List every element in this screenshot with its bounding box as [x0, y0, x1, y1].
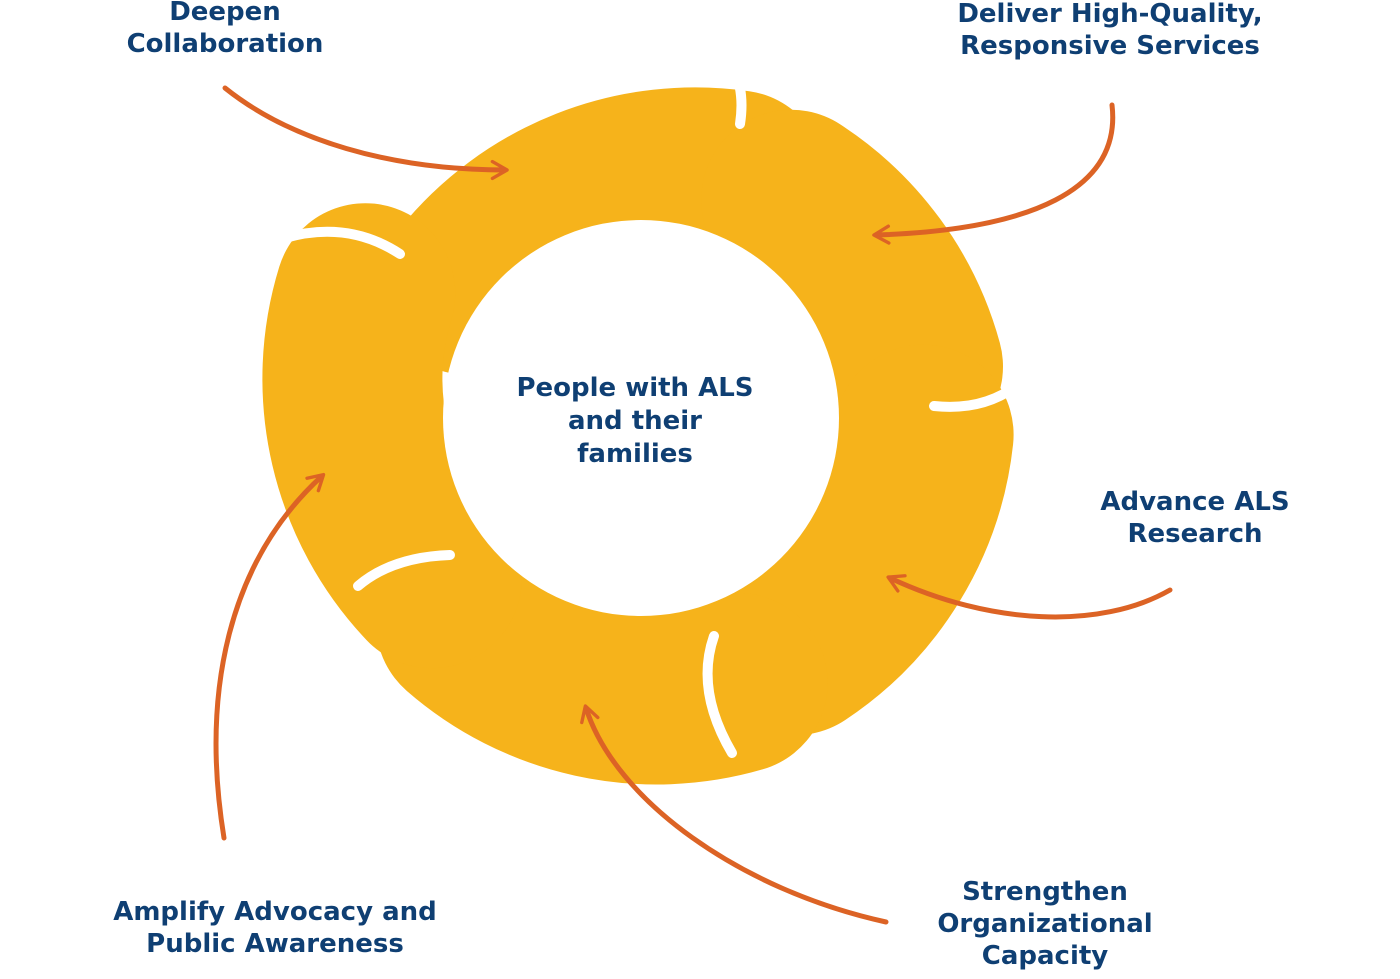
label-line: Responsive Services — [960, 31, 1260, 61]
ring-segment-collaboration — [379, 87, 827, 376]
center-label-line: families — [577, 439, 693, 469]
ring-segment-advocacy — [262, 203, 522, 669]
label-line: Deliver High-Quality, — [957, 0, 1263, 29]
arrow-collaboration — [222, 85, 509, 181]
label-line: Advance ALS — [1100, 487, 1290, 517]
arrow-advocacy — [213, 472, 326, 841]
label-line: Amplify Advocacy and — [113, 897, 437, 927]
ring — [262, 87, 1014, 785]
arrow-capacity — [580, 704, 889, 925]
center-circle — [443, 220, 839, 616]
label-line: Organizational — [937, 909, 1153, 939]
ring-segment-capacity — [375, 533, 828, 785]
label-strengthen-capacity: Strengthen Organizational Capacity — [900, 876, 1190, 972]
center-label-line: People with ALS — [516, 373, 754, 403]
label-line: Strengthen — [962, 877, 1128, 907]
label-line: Capacity — [981, 941, 1109, 971]
arrow-services — [872, 102, 1116, 245]
label-line: Public Awareness — [146, 929, 404, 959]
label-amplify-advocacy: Amplify Advocacy and Public Awareness — [50, 896, 500, 960]
center-label-line: and their — [567, 406, 703, 436]
label-deepen-collaboration: Deepen Collaboration — [90, 0, 360, 60]
label-advance-research: Advance ALS Research — [1060, 486, 1330, 550]
label-line: Research — [1127, 519, 1263, 549]
ring-segment-services — [701, 109, 1003, 457]
label-line: Deepen — [169, 0, 281, 27]
center-label: People with ALS and their families — [470, 372, 800, 471]
ring-segment-research — [705, 344, 1014, 736]
label-line: Collaboration — [126, 29, 324, 59]
label-deliver-services: Deliver High-Quality, Responsive Service… — [900, 0, 1320, 62]
arrow-research — [886, 574, 1173, 620]
